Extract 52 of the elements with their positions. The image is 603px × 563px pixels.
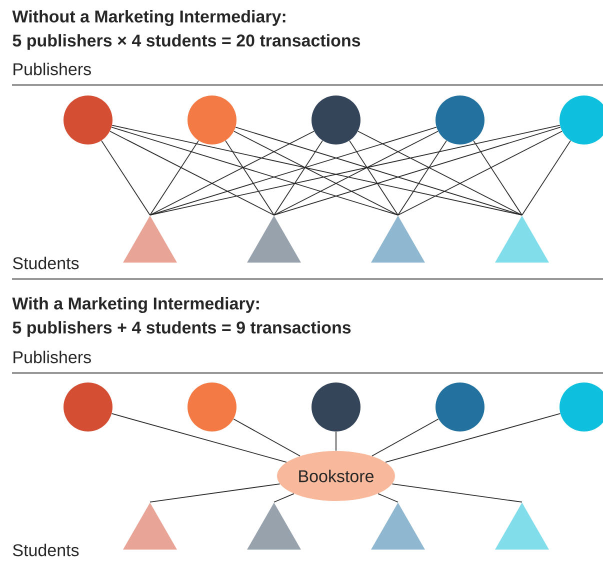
connector-line: [110, 130, 274, 216]
connector-line: [150, 126, 437, 216]
student-triangle: [123, 216, 177, 263]
row-label: Publishers: [14, 350, 91, 364]
connector-line: [111, 126, 398, 216]
connector-line: [111, 413, 287, 463]
publisher-circle: [436, 382, 484, 432]
publisher-circle: [188, 96, 236, 144]
connector-line: [274, 493, 294, 503]
student-triangle: [495, 216, 549, 263]
publisher-circle: [312, 382, 360, 432]
student-triangle: [123, 502, 177, 550]
student-triangle: [247, 216, 301, 263]
connector-line: [398, 140, 447, 216]
connector-line: [150, 140, 199, 216]
connector-line: [101, 140, 150, 216]
connector-line: [274, 126, 561, 216]
section-heading: With a Marketing Intermediary:: [12, 297, 259, 313]
connector-line: [385, 413, 561, 463]
connector-line: [233, 418, 300, 456]
publisher-circle: [436, 96, 484, 144]
connector-line: [392, 483, 522, 503]
connector-line: [372, 418, 439, 456]
publisher-circle: [188, 382, 236, 432]
connector-line: [358, 130, 522, 216]
connector-line: [234, 130, 398, 216]
section-heading: 5 publishers + 4 students = 9 transactions: [12, 321, 351, 337]
connector-line: [349, 140, 398, 216]
connector-line: [274, 130, 438, 216]
connector-line: [378, 493, 398, 503]
connector-line: [225, 140, 274, 216]
publisher-circle: [64, 382, 112, 432]
publisher-circle: [64, 96, 112, 144]
connector-line: [150, 124, 560, 216]
connector-line: [398, 130, 562, 216]
connector-line: [522, 140, 571, 216]
student-triangle: [247, 502, 301, 550]
connector-line: [150, 483, 280, 503]
row-label: Students: [12, 256, 79, 270]
connector-line: [473, 140, 522, 216]
publisher-circle: [312, 96, 360, 144]
connector-line: [235, 126, 522, 216]
section-heading: 5 publishers × 4 students = 20 transactions: [12, 34, 360, 50]
student-triangle: [495, 502, 549, 550]
connector-line: [274, 140, 323, 216]
section-heading: Without a Marketing Intermediary:: [12, 10, 286, 26]
row-label: Students: [12, 544, 79, 556]
student-triangle: [371, 502, 425, 550]
connector-line: [112, 124, 522, 216]
student-triangle: [371, 216, 425, 263]
row-label: Publishers: [14, 62, 91, 76]
connector-line: [150, 130, 314, 216]
